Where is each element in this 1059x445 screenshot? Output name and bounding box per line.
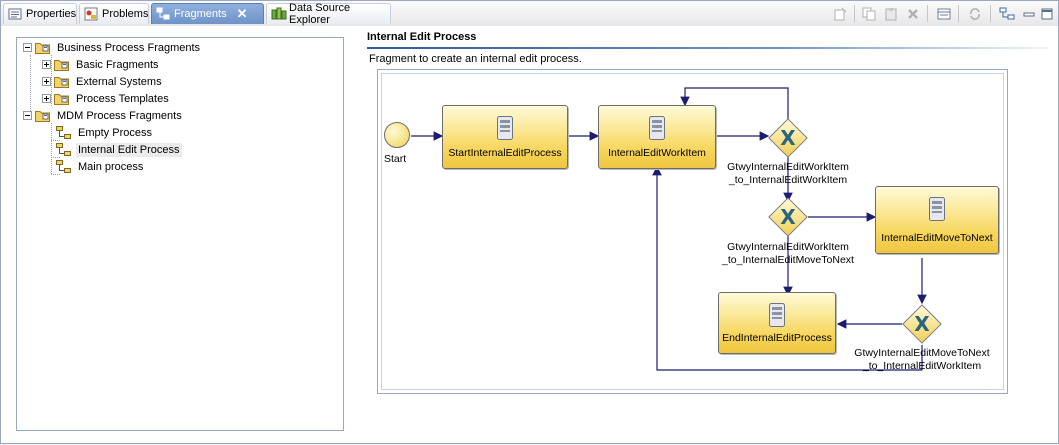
detail-title: Internal Edit Process <box>367 31 477 43</box>
minimize-button[interactable] <box>1020 5 1038 22</box>
view-tab-bar: Properties Problems Fragments ✕ Data Sou… <box>0 0 1059 27</box>
sequence-flows <box>411 87 927 371</box>
gateway-label-line: GtwyInternalEditWorkItem <box>727 161 849 173</box>
copy-button[interactable] <box>860 5 878 22</box>
activity-internal-edit-move-to-next[interactable]: InternalEditMoveToNext <box>875 186 999 254</box>
tree-item-label: Empty Process <box>78 126 152 139</box>
properties-icon <box>8 7 22 21</box>
tree-item-label: Basic Fragments <box>76 58 159 71</box>
tab-properties[interactable]: Properties <box>3 3 77 24</box>
fragment-icon <box>56 143 72 156</box>
diagram-border <box>381 73 1004 390</box>
tab-data-source-explorer[interactable]: Data Source Explorer <box>266 2 391 26</box>
exclusive-gateway-icon: X <box>780 126 796 150</box>
gateway-label-line: GtwyInternalEditMoveToNext <box>854 347 990 359</box>
tree-item-business-process-fragments[interactable]: Business Process Fragments <box>23 39 202 56</box>
fragments-layout-button[interactable] <box>998 5 1016 22</box>
activity-label: StartInternalEditProcess <box>448 147 562 159</box>
tab-label: Data Source Explorer <box>289 2 351 26</box>
copy-icon <box>862 7 876 20</box>
folder-icon <box>35 41 51 54</box>
refresh-button[interactable] <box>966 5 984 22</box>
tree-item-label: Process Templates <box>76 92 169 105</box>
expand-icon[interactable] <box>42 77 51 86</box>
maximize-icon <box>1041 8 1053 19</box>
detail-description: Fragment to create an internal edit proc… <box>369 53 582 65</box>
delete-button[interactable] <box>904 5 922 22</box>
fragment-icon <box>56 126 72 139</box>
fragments-icon <box>999 7 1015 19</box>
server-icon <box>497 116 513 140</box>
tree-item-internal-edit-process[interactable]: Internal Edit Process <box>56 141 182 158</box>
new-icon <box>834 7 847 20</box>
activity-label: EndInternalEditProcess <box>722 332 832 344</box>
folder-icon <box>35 109 51 122</box>
fragments-icon <box>156 7 170 21</box>
tab-label: Problems <box>102 8 149 20</box>
minimize-icon <box>1023 12 1035 16</box>
start-event-label: Start <box>384 153 407 165</box>
paste-button[interactable] <box>882 5 900 22</box>
tree-item-basic-fragments[interactable]: Basic Fragments <box>42 56 161 73</box>
tree-item-mdm-process-fragments[interactable]: MDM Process Fragments <box>23 107 184 124</box>
folder-icon <box>54 58 70 71</box>
tab-problems[interactable]: Problems <box>79 3 149 24</box>
gateway-label-line: _to_InternalEditWorkItem <box>728 174 848 186</box>
tree-item-process-templates[interactable]: Process Templates <box>42 90 171 107</box>
gateway-label-line: GtwyInternalEditWorkItem <box>727 241 849 253</box>
activity-label: InternalEditWorkItem <box>608 147 706 159</box>
gateway-label: GtwyInternalEditMoveToNext _to_InternalE… <box>848 347 996 373</box>
activity-end-internal-edit-process[interactable]: EndInternalEditProcess <box>718 292 836 354</box>
start-event[interactable] <box>384 122 410 148</box>
gateway-label-line: _to_InternalEditWorkItem <box>862 360 982 372</box>
tab-label: Properties <box>26 8 77 20</box>
folder-icon <box>54 75 70 88</box>
server-icon <box>769 303 785 327</box>
expand-icon[interactable] <box>42 60 51 69</box>
fragment-icon <box>56 160 72 173</box>
refresh-icon <box>970 7 980 20</box>
tree-item-label: MDM Process Fragments <box>57 109 182 122</box>
gateway-label: GtwyInternalEditWorkItem _to_InternalEdi… <box>718 241 858 267</box>
activity-label: InternalEditMoveToNext <box>881 232 993 244</box>
delete-icon <box>908 8 918 19</box>
exclusive-gateway-icon: X <box>914 312 930 336</box>
collapse-icon[interactable] <box>23 43 32 52</box>
gateway-label: GtwyInternalEditWorkItem _to_InternalEdi… <box>722 161 854 187</box>
new-fragment-button[interactable] <box>831 5 849 22</box>
activity-start-internal-edit-process[interactable]: StartInternalEditProcess <box>442 105 568 169</box>
maximize-button[interactable] <box>1038 5 1056 22</box>
tree-item-label: Business Process Fragments <box>57 41 201 54</box>
expand-icon[interactable] <box>42 94 51 103</box>
title-divider <box>367 47 1048 49</box>
collapse-icon[interactable] <box>23 111 32 120</box>
folder-icon <box>54 92 70 105</box>
activity-internal-edit-work-item[interactable]: InternalEditWorkItem <box>598 105 716 169</box>
process-diagram-canvas[interactable]: Start StartInternalEditProcess InternalE… <box>377 69 1008 394</box>
close-icon[interactable]: ✕ <box>236 6 248 21</box>
tree-item-main-process[interactable]: Main process <box>56 158 145 175</box>
properties-view-button[interactable] <box>935 5 953 22</box>
problems-icon <box>84 7 98 21</box>
tree-item-external-systems[interactable]: External Systems <box>42 73 164 90</box>
tree-item-label: External Systems <box>76 75 162 88</box>
exclusive-gateway-icon: X <box>780 205 796 229</box>
tab-fragments[interactable]: Fragments ✕ <box>151 3 264 24</box>
tree-item-empty-process[interactable]: Empty Process <box>56 124 154 141</box>
paste-icon <box>885 7 897 20</box>
fragments-pane: Business Process Fragments Basic Fragmen… <box>0 26 1059 444</box>
server-icon <box>649 116 665 140</box>
fragments-tree[interactable]: Business Process Fragments Basic Fragmen… <box>16 37 344 431</box>
tab-label: Fragments <box>174 8 227 20</box>
list-icon <box>937 8 951 19</box>
tree-item-label: Internal Edit Process <box>76 142 182 157</box>
server-icon <box>929 197 945 221</box>
tree-item-label: Main process <box>78 160 144 173</box>
gateway-label-line: _to_InternalEditMoveToNext <box>722 254 854 266</box>
data-source-icon <box>271 7 287 21</box>
